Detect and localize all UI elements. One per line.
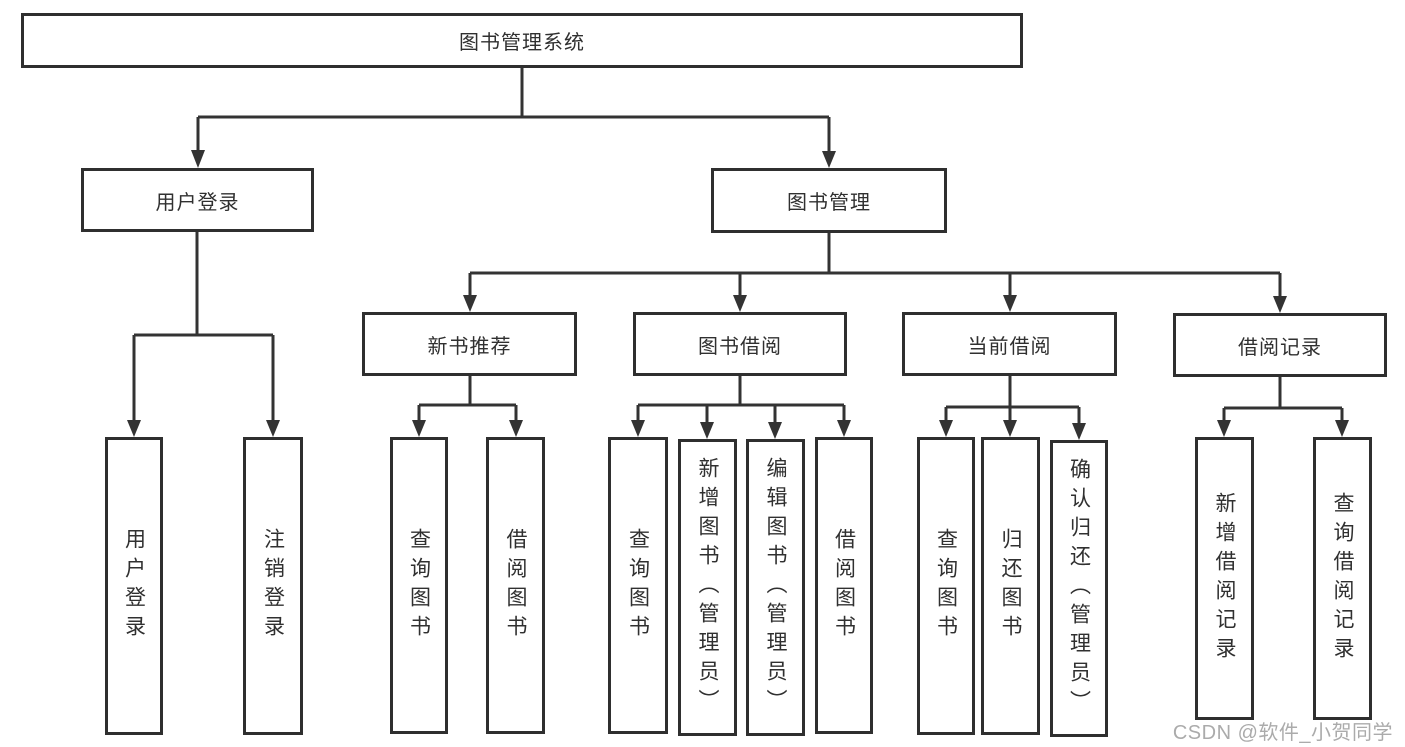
node-label: 用户登录 — [155, 191, 240, 214]
leaf-records-add-record: 新增借阅记录 — [1195, 437, 1254, 720]
node-label: 借阅记录 — [1238, 336, 1322, 359]
node-label: 新增借阅记录 — [1213, 491, 1236, 666]
leaf-records-query-record: 查询借阅记录 — [1313, 437, 1372, 720]
node-book-management: 图书管理 — [711, 168, 947, 233]
node-label: 借阅图书 — [504, 527, 527, 644]
node-label: 新书推荐 — [427, 335, 512, 358]
node-label: 编辑图书（管理员） — [764, 457, 787, 718]
watermark-text: CSDN @软件_小贺同学 — [1172, 722, 1393, 744]
node-label: 当前借阅 — [967, 335, 1052, 358]
node-label: 查询图书 — [934, 528, 958, 644]
node-label: 用户登录 — [122, 528, 146, 644]
node-label: 图书管理 — [787, 192, 871, 214]
leaf-borrowing-query-books: 查询图书 — [608, 437, 668, 734]
node-book-borrowing: 图书借阅 — [633, 312, 847, 376]
node-label: 图书管理系统 — [459, 32, 585, 54]
node-label: 查询图书 — [626, 527, 650, 644]
node-label: 新增图书（管理员） — [696, 457, 719, 718]
leaf-current-confirm-return-admin: 确认归还（管理员） — [1050, 440, 1108, 737]
node-label: 查询借阅记录 — [1331, 491, 1354, 666]
node-label: 确认归还（管理员） — [1067, 458, 1091, 719]
node-borrow-records: 借阅记录 — [1173, 313, 1387, 377]
node-label: 注销登录 — [261, 528, 285, 644]
leaf-current-query-books: 查询图书 — [917, 437, 975, 735]
node-new-book-recommend: 新书推荐 — [362, 312, 577, 376]
leaf-newbook-query-books: 查询图书 — [390, 437, 448, 734]
leaf-newbook-borrow-books: 借阅图书 — [486, 437, 545, 734]
leaf-logout-login: 注销登录 — [243, 437, 303, 735]
node-current-borrowing: 当前借阅 — [902, 312, 1117, 376]
node-label: 借阅图书 — [832, 527, 856, 644]
node-user-login: 用户登录 — [81, 168, 314, 232]
leaf-user-login: 用户登录 — [105, 437, 163, 735]
node-label: 查询图书 — [407, 527, 431, 644]
node-root: 图书管理系统 — [21, 13, 1023, 68]
leaf-current-return-books: 归还图书 — [981, 437, 1040, 735]
leaf-borrowing-edit-books-admin: 编辑图书（管理员） — [746, 439, 805, 736]
node-label: 归还图书 — [999, 528, 1022, 644]
node-label: 图书借阅 — [698, 335, 782, 358]
leaf-borrowing-borrow-books: 借阅图书 — [815, 437, 873, 734]
leaf-borrowing-add-books-admin: 新增图书（管理员） — [678, 439, 737, 736]
